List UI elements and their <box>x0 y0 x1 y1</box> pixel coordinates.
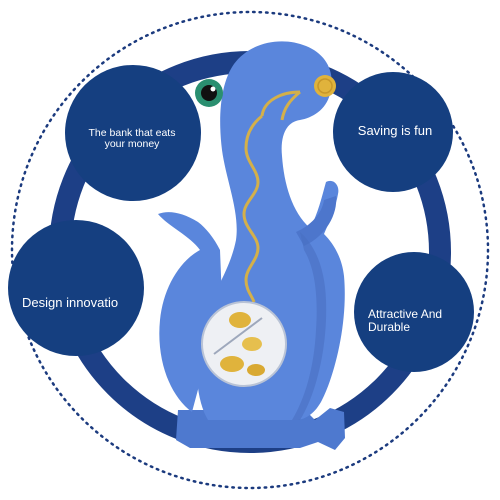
bubble-durable <box>354 252 474 372</box>
feature-eats-money: The bank that eats your money <box>88 127 176 151</box>
dinosaur-bank <box>158 41 345 450</box>
feature-design: Design innovatio <box>22 295 119 310</box>
bubble-saving-fun <box>333 72 453 192</box>
bubble-design <box>8 220 144 356</box>
feature-saving-fun: Saving is fun <box>357 123 433 138</box>
dotted-ring <box>10 10 490 490</box>
bubble-eats-money <box>65 65 201 201</box>
feature-durable: Attractive And Durable <box>368 307 443 334</box>
